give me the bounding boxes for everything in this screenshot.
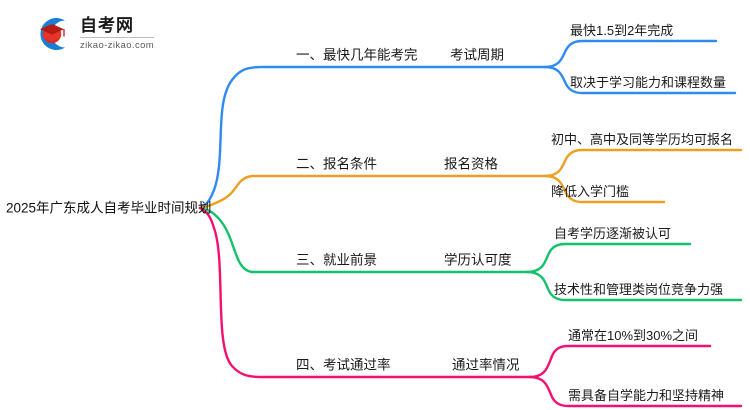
wire-branch-4-trunk xyxy=(198,206,532,379)
logo-title: 自考网 xyxy=(80,17,155,39)
branch-2-label[interactable]: 二、报名条件 xyxy=(296,156,377,172)
branch-4-leaf-2[interactable]: 需具备自学能力和坚持精神 xyxy=(568,388,725,403)
branch-1-sublabel[interactable]: 考试周期 xyxy=(450,47,504,63)
graduation-cap-logo-icon xyxy=(40,18,65,51)
branch-2-leaf-1[interactable]: 初中、高中及同等学历均可报名 xyxy=(551,132,734,147)
site-logo: 自考网 zikao-zikao.com xyxy=(30,12,155,56)
logo-domain: zikao-zikao.com xyxy=(80,40,155,52)
wire-branch-3-leaf-1 xyxy=(525,242,692,274)
wire-branch-4-leaf-1 xyxy=(528,344,712,379)
branch-1-leaf-1[interactable]: 最快1.5到2年完成 xyxy=(570,23,674,38)
branch-2-sublabel[interactable]: 报名资格 xyxy=(444,156,498,172)
branch-1-leaf-2[interactable]: 取决于学习能力和课程数量 xyxy=(570,75,727,90)
branch-4-leaf-1[interactable]: 通常在10%到30%之间 xyxy=(568,328,699,343)
branch-1-label[interactable]: 一、最快几年能考完 xyxy=(296,47,418,63)
branch-2-leaf-2[interactable]: 降低入学门槛 xyxy=(551,184,630,199)
branch-3-sublabel[interactable]: 学历认可度 xyxy=(444,252,512,268)
branch-4-label[interactable]: 四、考试通过率 xyxy=(296,357,391,373)
logo-text-block: 自考网 zikao-zikao.com xyxy=(80,17,155,52)
wire-branch-2-trunk xyxy=(198,174,547,210)
wire-branch-1-trunk xyxy=(198,65,547,210)
branch-3-leaf-1[interactable]: 自考学历逐渐被认可 xyxy=(554,226,672,241)
branch-3-label[interactable]: 三、就业前景 xyxy=(296,252,377,268)
mindmap-root-node[interactable]: 2025年广东成人自考毕业时间规划 xyxy=(6,200,212,216)
branch-3-leaf-2[interactable]: 技术性和管理类岗位竞争力强 xyxy=(554,282,724,297)
branch-4-sublabel[interactable]: 通过率情况 xyxy=(452,357,520,373)
wire-branch-1-leaf-1 xyxy=(543,39,718,69)
wire-branch-2-leaf-1 xyxy=(543,148,743,178)
